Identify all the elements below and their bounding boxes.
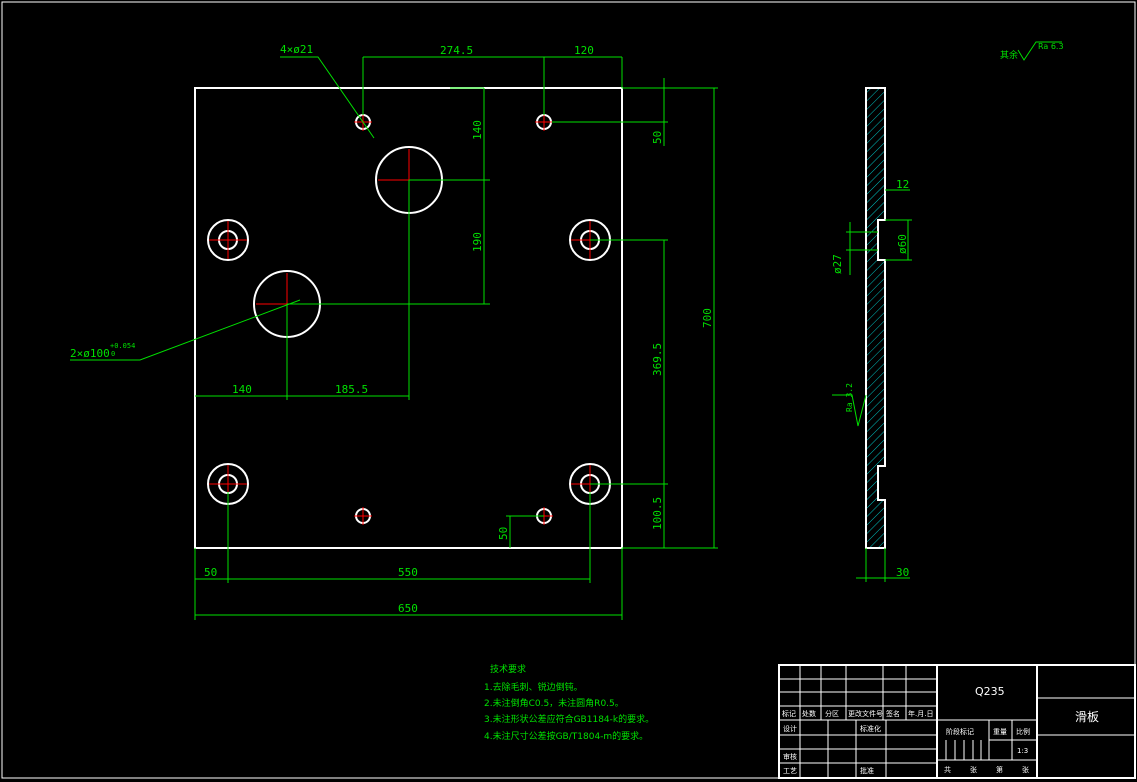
standard-label: 标准化: [860, 724, 881, 733]
side-view: 12 ø60 ø27 30 Ra 3.2: [831, 87, 912, 582]
side-dim-27: ø27: [831, 254, 844, 274]
dim-369-5: 369.5: [651, 343, 664, 376]
check-label: 审核: [783, 752, 797, 761]
dim-274-5: 274.5: [440, 44, 473, 57]
dim-50-left: 50: [204, 566, 217, 579]
dim-185-5: 185.5: [335, 383, 368, 396]
scale-label: 比例: [1016, 727, 1030, 736]
side-roughness: Ra 3.2: [845, 383, 854, 412]
row-label-date: 年.月.日: [908, 709, 933, 718]
dim-550: 550: [398, 566, 418, 579]
scale-value: 1:3: [1017, 747, 1028, 755]
front-view: 4×ø21 274.5 120 140 190 50 700 369.5 100…: [70, 43, 718, 620]
dim-100-5: 100.5: [651, 497, 664, 530]
dim-120: 120: [574, 44, 594, 57]
sheet-text: 张: [1022, 765, 1029, 774]
dim-hole-large-tol: +0.054: [110, 342, 135, 350]
dim-hole-large-tol-low: 0: [111, 350, 115, 358]
dim-hole-small: 4×ø21: [280, 43, 313, 56]
row-label-sign: 签名: [886, 709, 900, 718]
title-block-text: Q235 滑板 标记 处数 分区 更改文件号 签名 年.月.日 设计 标准化 审…: [782, 685, 1099, 775]
part-name: 滑板: [1075, 710, 1099, 724]
side-dim-12: 12: [896, 178, 909, 191]
dim-hole-large: 2×ø100: [70, 347, 110, 360]
dim-50-bottom: 50: [497, 527, 510, 540]
surface-roughness-note: 其余 Ra 6.3: [1000, 41, 1064, 61]
material: Q235: [975, 685, 1005, 698]
dim-190: 190: [471, 232, 484, 252]
row-label-mark: 标记: [782, 709, 796, 718]
sheet-text: 共: [944, 765, 951, 774]
side-dim-30: 30: [896, 566, 909, 579]
row-label-zone: 分区: [825, 709, 839, 718]
sheet-text: 张: [970, 765, 977, 774]
tech-req-item: 3.未注形状公差应符合GB1184-k的要求。: [484, 713, 654, 725]
tech-requirements: 技术要求 1.去除毛刺、锐边倒钝。 2.未注倒角C0.5，未注圆角R0.5。 3…: [484, 663, 654, 742]
title-block: [778, 664, 1136, 779]
tech-req-item: 1.去除毛刺、锐边倒钝。: [484, 681, 583, 693]
side-dim-60: ø60: [896, 234, 909, 254]
dim-650: 650: [398, 602, 418, 615]
dim-700: 700: [701, 308, 714, 328]
process-label: 工艺: [783, 767, 797, 775]
tech-req-item: 4.未注尺寸公差按GB/T1804-m的要求。: [484, 730, 648, 742]
dimension-lines: [70, 56, 718, 620]
tech-req-item: 2.未注倒角C0.5，未注圆角R0.5。: [484, 697, 624, 709]
row-label-count: 处数: [802, 709, 816, 718]
tech-req-title: 技术要求: [490, 663, 526, 675]
dim-140-v: 140: [471, 120, 484, 140]
sheet-text: 第: [996, 765, 1003, 774]
approve-label: 批准: [860, 766, 874, 775]
side-recess-top: [878, 220, 886, 260]
dim-140-h: 140: [232, 383, 252, 396]
plate-outline: [194, 87, 623, 549]
design-label: 设计: [783, 724, 797, 733]
side-recess-bottom: [878, 466, 886, 500]
roughness-value: Ra 6.3: [1038, 42, 1064, 51]
stage-label: 阶段标记: [946, 727, 974, 736]
side-section-hatch: [866, 88, 885, 548]
roughness-prefix: 其余: [1000, 49, 1018, 61]
row-label-change: 更改文件号: [848, 709, 883, 718]
weight-label: 重量: [993, 728, 1007, 736]
dim-50-right: 50: [651, 131, 664, 144]
